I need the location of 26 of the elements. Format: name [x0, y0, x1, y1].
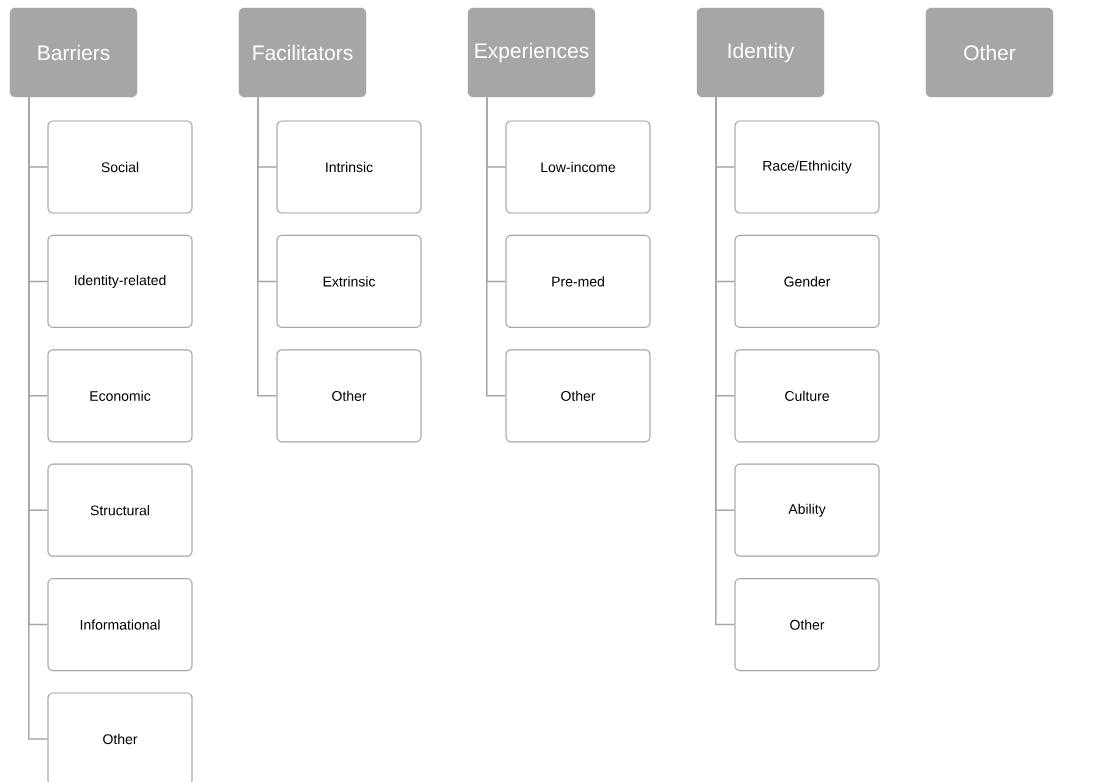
- subcategory-box: Structural: [47, 463, 193, 557]
- category-box: Experiences: [467, 7, 596, 98]
- subcategory-box: Other: [47, 692, 193, 782]
- subcategory-box: Gender: [734, 234, 880, 328]
- subcategory-box: Other: [505, 349, 651, 443]
- subcategory-box: Other: [276, 349, 422, 443]
- subcategory-box: Low-income: [505, 120, 651, 214]
- subcategory-box: Race/Ethnicity: [734, 120, 880, 214]
- subcategory-box: Pre-med: [505, 234, 651, 328]
- subcategory-box: Other: [734, 578, 880, 672]
- connector: [715, 96, 736, 626]
- subcategory-box: Ability: [734, 463, 880, 557]
- subcategory-box: Social: [47, 120, 193, 214]
- connector: [28, 96, 49, 740]
- connector: [257, 96, 278, 397]
- category-box: Barriers: [9, 7, 138, 98]
- connector: [486, 96, 507, 397]
- category-box: Identity: [696, 7, 825, 98]
- category-box: Facilitators: [238, 7, 367, 98]
- subcategory-box: Extrinsic: [276, 234, 422, 328]
- subcategory-box: Culture: [734, 349, 880, 443]
- subcategory-box: Economic: [47, 349, 193, 443]
- category-box: Other: [925, 7, 1054, 98]
- subcategory-box: Identity-related: [47, 234, 193, 328]
- subcategory-box: Informational: [47, 578, 193, 672]
- subcategory-box: Intrinsic: [276, 120, 422, 214]
